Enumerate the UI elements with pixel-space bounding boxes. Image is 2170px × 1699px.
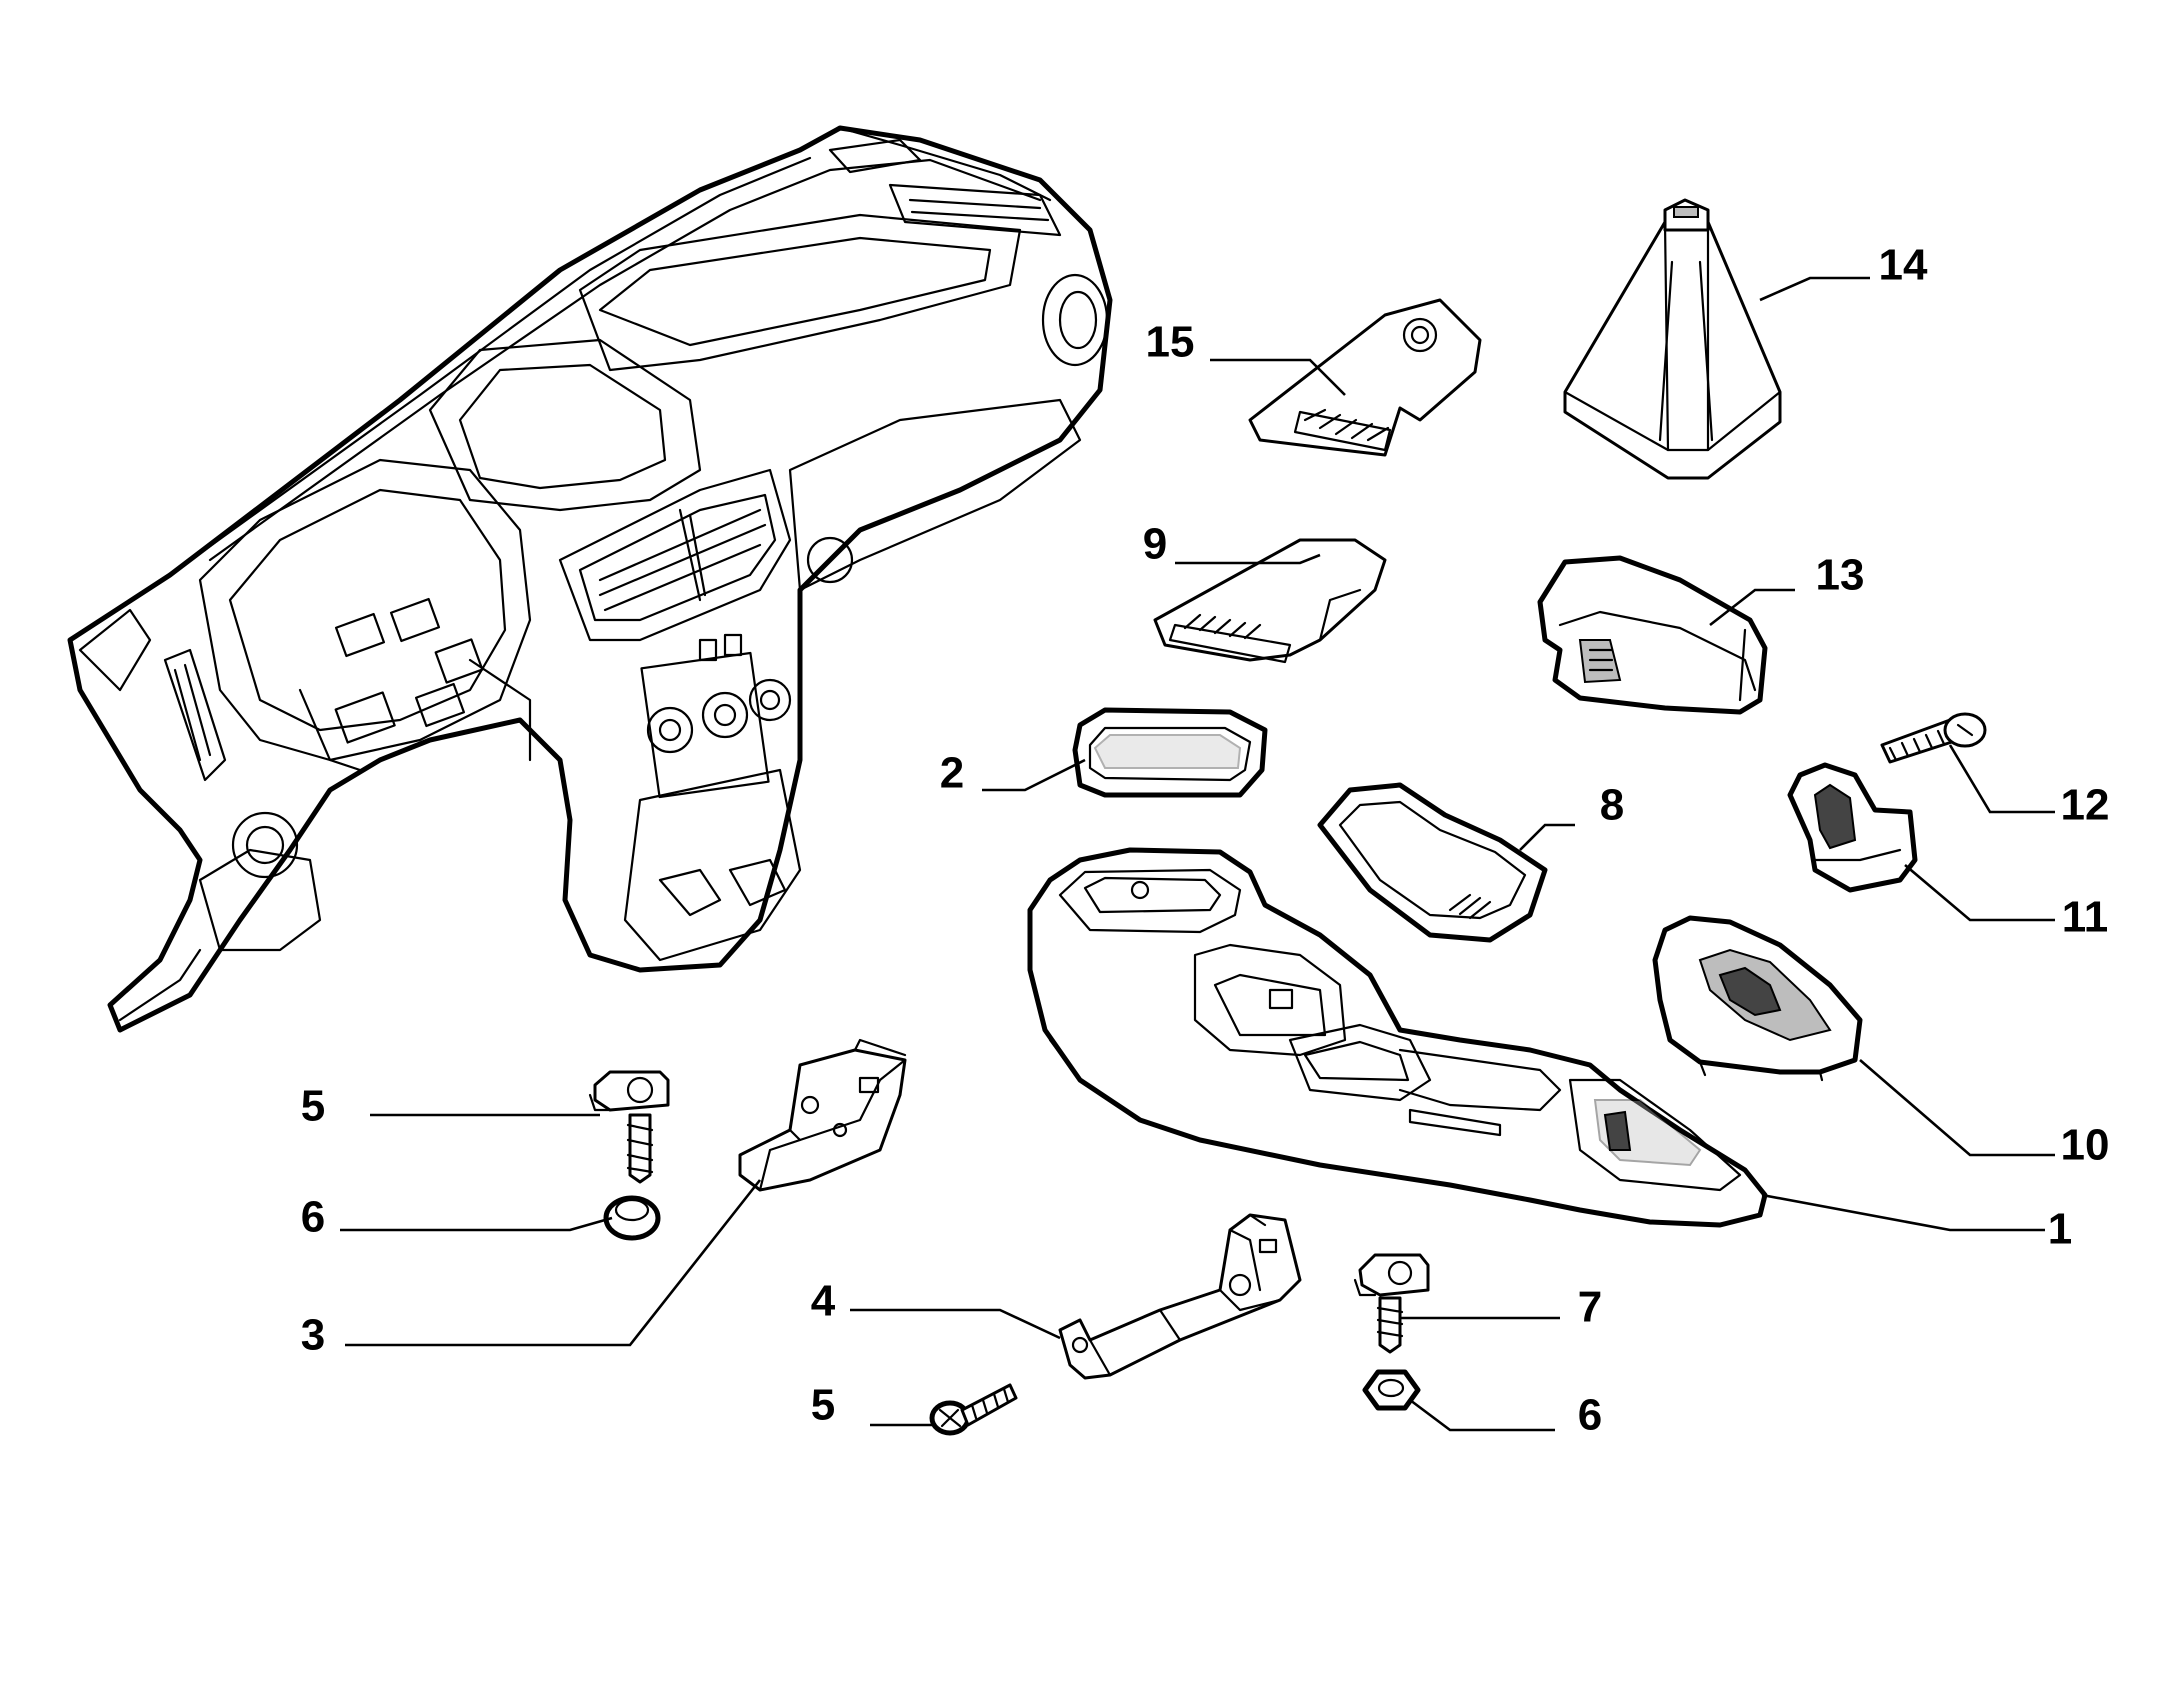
leader-6a	[340, 1216, 613, 1232]
cup-holder-insert	[1072, 707, 1268, 798]
bolt-screw	[1880, 712, 1987, 764]
callout-6b: 6	[1578, 1391, 1602, 1440]
instrument-cluster-openings	[298, 597, 532, 772]
callout-11: 11	[2062, 893, 2109, 942]
leader-6b	[1409, 1398, 1555, 1432]
leader-15	[1210, 358, 1346, 396]
armrest-lid	[1537, 555, 1768, 715]
leader-lines	[340, 276, 2055, 1432]
callout-7: 7	[1578, 1283, 1602, 1332]
storage-tray-insert	[1317, 782, 1548, 943]
leader-2	[982, 758, 1086, 792]
leader-9	[1175, 553, 1321, 565]
callout-6a: 6	[301, 1193, 325, 1242]
callout-4: 4	[811, 1277, 836, 1326]
switch-cover-plate	[1248, 298, 1482, 457]
callout-2: 2	[940, 749, 964, 798]
callout-9: 9	[1143, 520, 1167, 569]
tray-cover-plate	[1153, 538, 1387, 664]
grommet-upper	[603, 1195, 661, 1241]
tray-cover-grille	[1168, 613, 1292, 664]
clip-nut-right	[1353, 1253, 1430, 1354]
dashboard-assembly	[67, 125, 1113, 1033]
leader-3	[345, 1179, 762, 1347]
callout-10: 10	[2061, 1121, 2110, 1170]
leader-4	[850, 1308, 1061, 1340]
left-air-vents	[78, 608, 299, 879]
callout-15: 15	[1146, 318, 1195, 367]
shifter-bezel-trim	[1652, 915, 1863, 1082]
clip-nut-upper	[588, 1070, 670, 1184]
mounting-bracket-lower	[1058, 1213, 1302, 1380]
callout-3: 3	[301, 1311, 325, 1360]
leader-12	[1948, 744, 2055, 814]
leader-8	[1519, 823, 1575, 851]
leader-1	[1761, 1193, 2045, 1232]
centre-console	[1027, 847, 1768, 1228]
callout-13: 13	[1816, 551, 1865, 600]
callout-1: 1	[2048, 1205, 2072, 1254]
screw-lower	[929, 1383, 1018, 1436]
leader-11	[1904, 864, 2055, 922]
leader-14	[1759, 276, 1870, 302]
windshield-vent-grille	[888, 183, 1062, 237]
callout-labels: 1 2 3 4 5 5 6 6 7 8 9 10 11 12 13 14 15	[301, 241, 2110, 1440]
callout-5b: 5	[811, 1381, 835, 1430]
callout-8: 8	[1600, 781, 1624, 830]
callout-12: 12	[2061, 781, 2110, 830]
hex-nut-right	[1362, 1369, 1421, 1411]
leader-13	[1709, 588, 1795, 627]
centre-console-vents	[558, 468, 792, 642]
callout-5a: 5	[301, 1082, 325, 1131]
mounting-bracket-left	[738, 1038, 907, 1192]
right-air-vent	[1041, 273, 1109, 367]
switch-cover-grille	[1293, 408, 1392, 452]
leader-10	[1859, 1059, 2055, 1157]
climate-control-knobs	[640, 633, 792, 799]
gear-lever-boot	[1563, 198, 1782, 480]
knob-cover	[1787, 762, 1918, 893]
callout-14: 14	[1879, 241, 1928, 290]
